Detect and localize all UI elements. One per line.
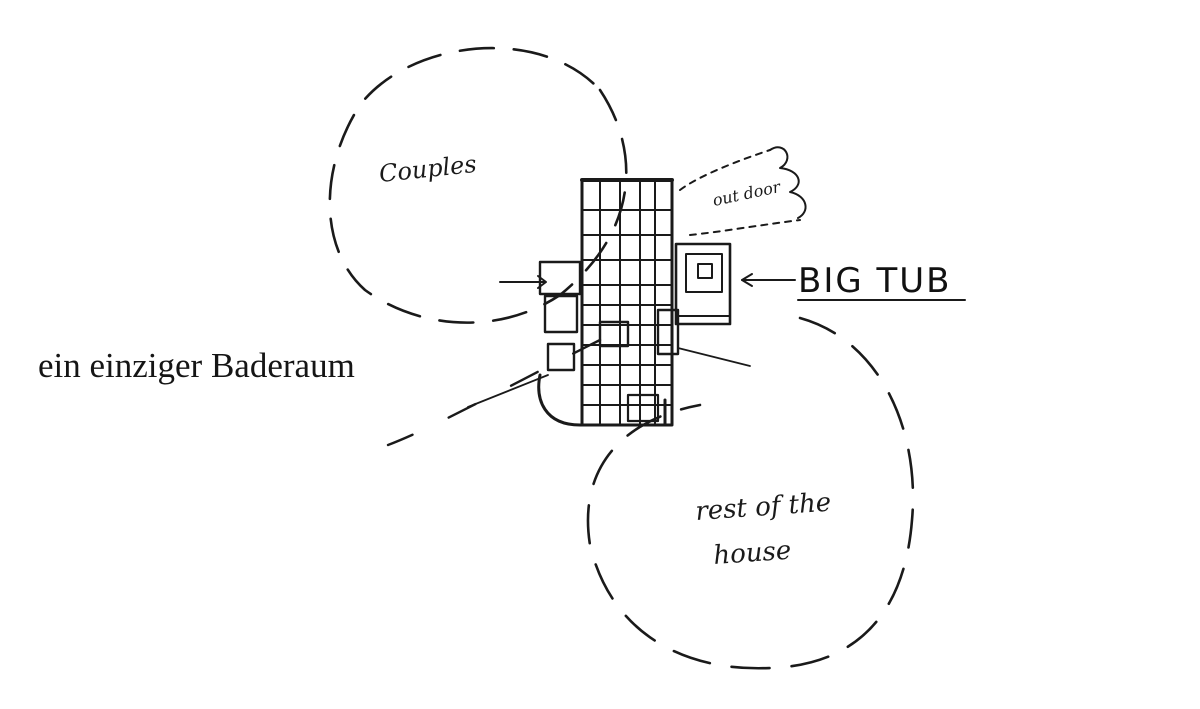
label-outdoor: out door <box>711 177 783 210</box>
caption-printed: ein einziger Baderaum <box>38 346 355 385</box>
rest-of-house-zone <box>386 316 915 670</box>
label-big-tub: BIG TUB <box>798 261 952 301</box>
outdoor-zone <box>679 146 807 236</box>
couples-zone <box>328 46 628 324</box>
big-tub <box>674 242 732 326</box>
bathroom-plan <box>537 178 680 427</box>
arrows <box>467 273 796 408</box>
label-rest-line1: rest of the <box>694 488 832 527</box>
label-rest-line2: house <box>712 536 792 571</box>
label-couples: Couples <box>378 150 478 188</box>
